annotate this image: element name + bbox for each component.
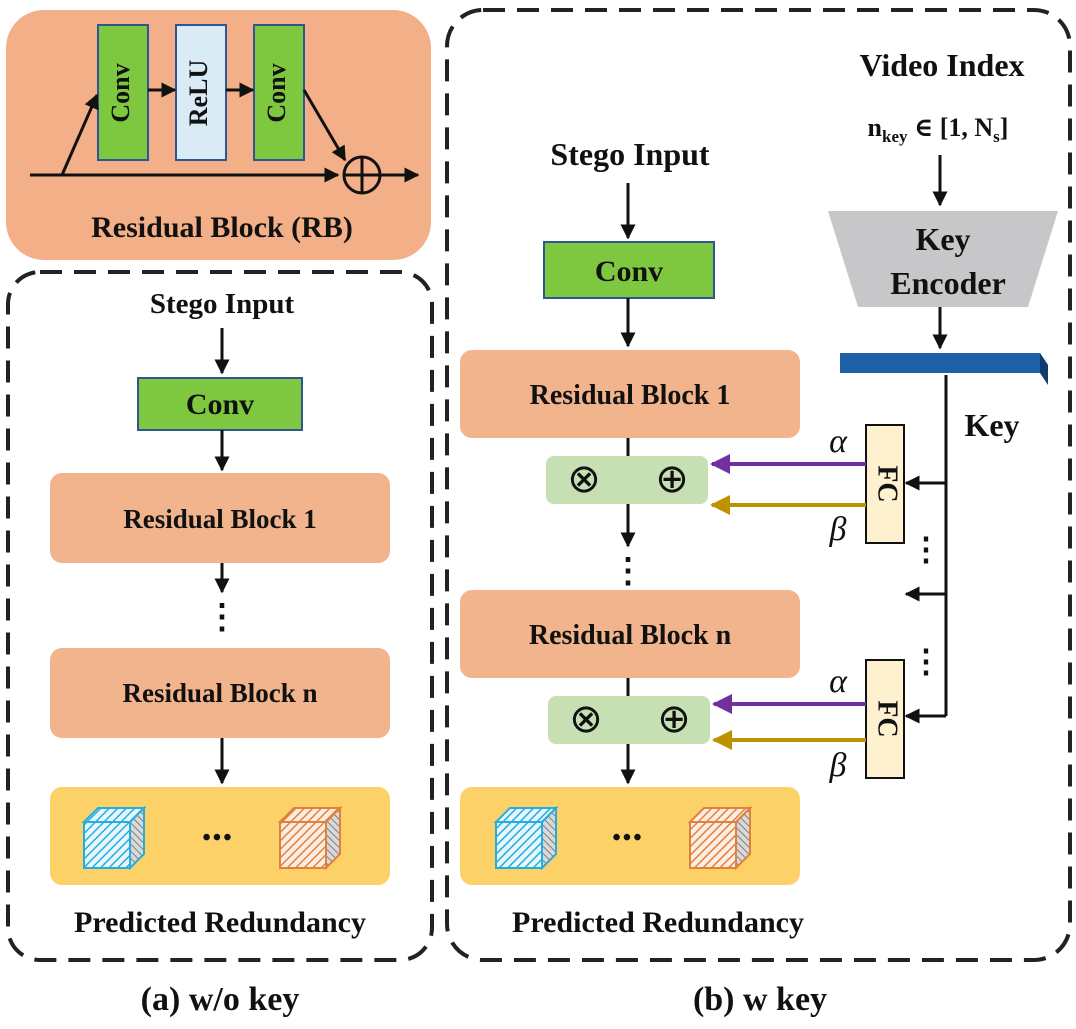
circled-times-icon: ⊗ [567,456,601,502]
circled-times-icon: ⊗ [569,696,603,742]
panel-b-conv [543,241,715,299]
alpha-label: α [829,423,848,460]
circled-plus-icon: ⊕ [655,456,689,502]
panel-b-caption: (b) w key [693,981,827,1018]
alpha-label: α [829,663,848,700]
beta-label: β [829,747,847,784]
panel-a-caption: (a) w/o key [141,981,300,1018]
panel-a-residual-block-1 [50,473,390,563]
key-label: Key [964,407,1019,443]
panel-b-vdots: ⋮ [611,553,645,590]
rb-conv-1-label: Conv [106,63,135,122]
panel-a-ellipsis: ••• [202,825,233,851]
fc-layer-1 [865,424,905,544]
panel-b-residual-block-1 [460,350,800,438]
fc-layer-2 [865,659,905,779]
panel-a-residual-block-n-label: Residual Block n [122,678,317,708]
rb-branch-down [302,89,347,162]
panel-b-modulation-n [548,696,710,744]
panel-b-residual-block-n [460,590,800,678]
panel-a-residual-block-1-label: Residual Block 1 [123,504,317,534]
rb-caption: Residual Block (RB) [91,211,353,244]
rb-branch-up [60,93,99,176]
rb-conv-2-label: Conv [262,63,291,122]
cube-icon [277,805,343,871]
panel-b-input-label: Stego Input [550,136,710,172]
panel-b-modulation-1 [546,456,708,504]
panel-a-vdots: ⋮ [205,599,239,636]
panel-b: Stego Input Conv Residual Block 1 ⊗ ⊕ ⋮ … [445,8,1072,962]
panel-b-ellipsis: ••• [612,825,643,851]
fc-layer-1-label: FC [872,465,903,502]
cube-icon [81,805,147,871]
panel-a-input-label: Stego Input [150,288,295,320]
key-encoder [828,211,1058,307]
panel-b-residual-block-n-label: Residual Block n [529,620,732,651]
key-vector-bar [840,353,1048,385]
panel-a-output-label: Predicted Redundancy [74,906,366,939]
rb-conv-1 [97,24,149,161]
rb-relu [175,24,227,161]
n-key-formula: nkey ∈ [1, Ns] [868,113,1009,146]
panel-b-conv-label: Conv [595,255,663,288]
panel-a-border [6,270,434,962]
circled-plus-icon: ⊕ [657,696,691,742]
panel-b-output-label: Predicted Redundancy [512,906,804,939]
panel-b-border [445,8,1072,962]
residual-block-inset: Conv ReLU Conv Residual Block (RB) [6,10,431,260]
key-branch-vdots: ⋮ [910,531,942,567]
key-encoder-line-2: Encoder [890,265,1006,301]
panel-a-conv [137,377,303,431]
panel-a: Stego Input Conv Residual Block 1 ⋮ Resi… [6,270,434,962]
panel-b-residual-block-1-label: Residual Block 1 [530,380,731,411]
rb-relu-label: ReLU [184,60,213,127]
key-branch-vdots: ⋮ [910,643,942,679]
key-encoder-line-1: Key [915,221,970,257]
panel-a-conv-label: Conv [186,388,254,421]
fc-layer-2-label: FC [872,700,903,737]
cube-icon [493,805,559,871]
circled-plus-icon [342,155,382,195]
cube-icon [687,805,753,871]
video-index-label: Video Index [859,47,1024,83]
beta-label: β [829,511,847,548]
panel-a-residual-block-n [50,648,390,738]
